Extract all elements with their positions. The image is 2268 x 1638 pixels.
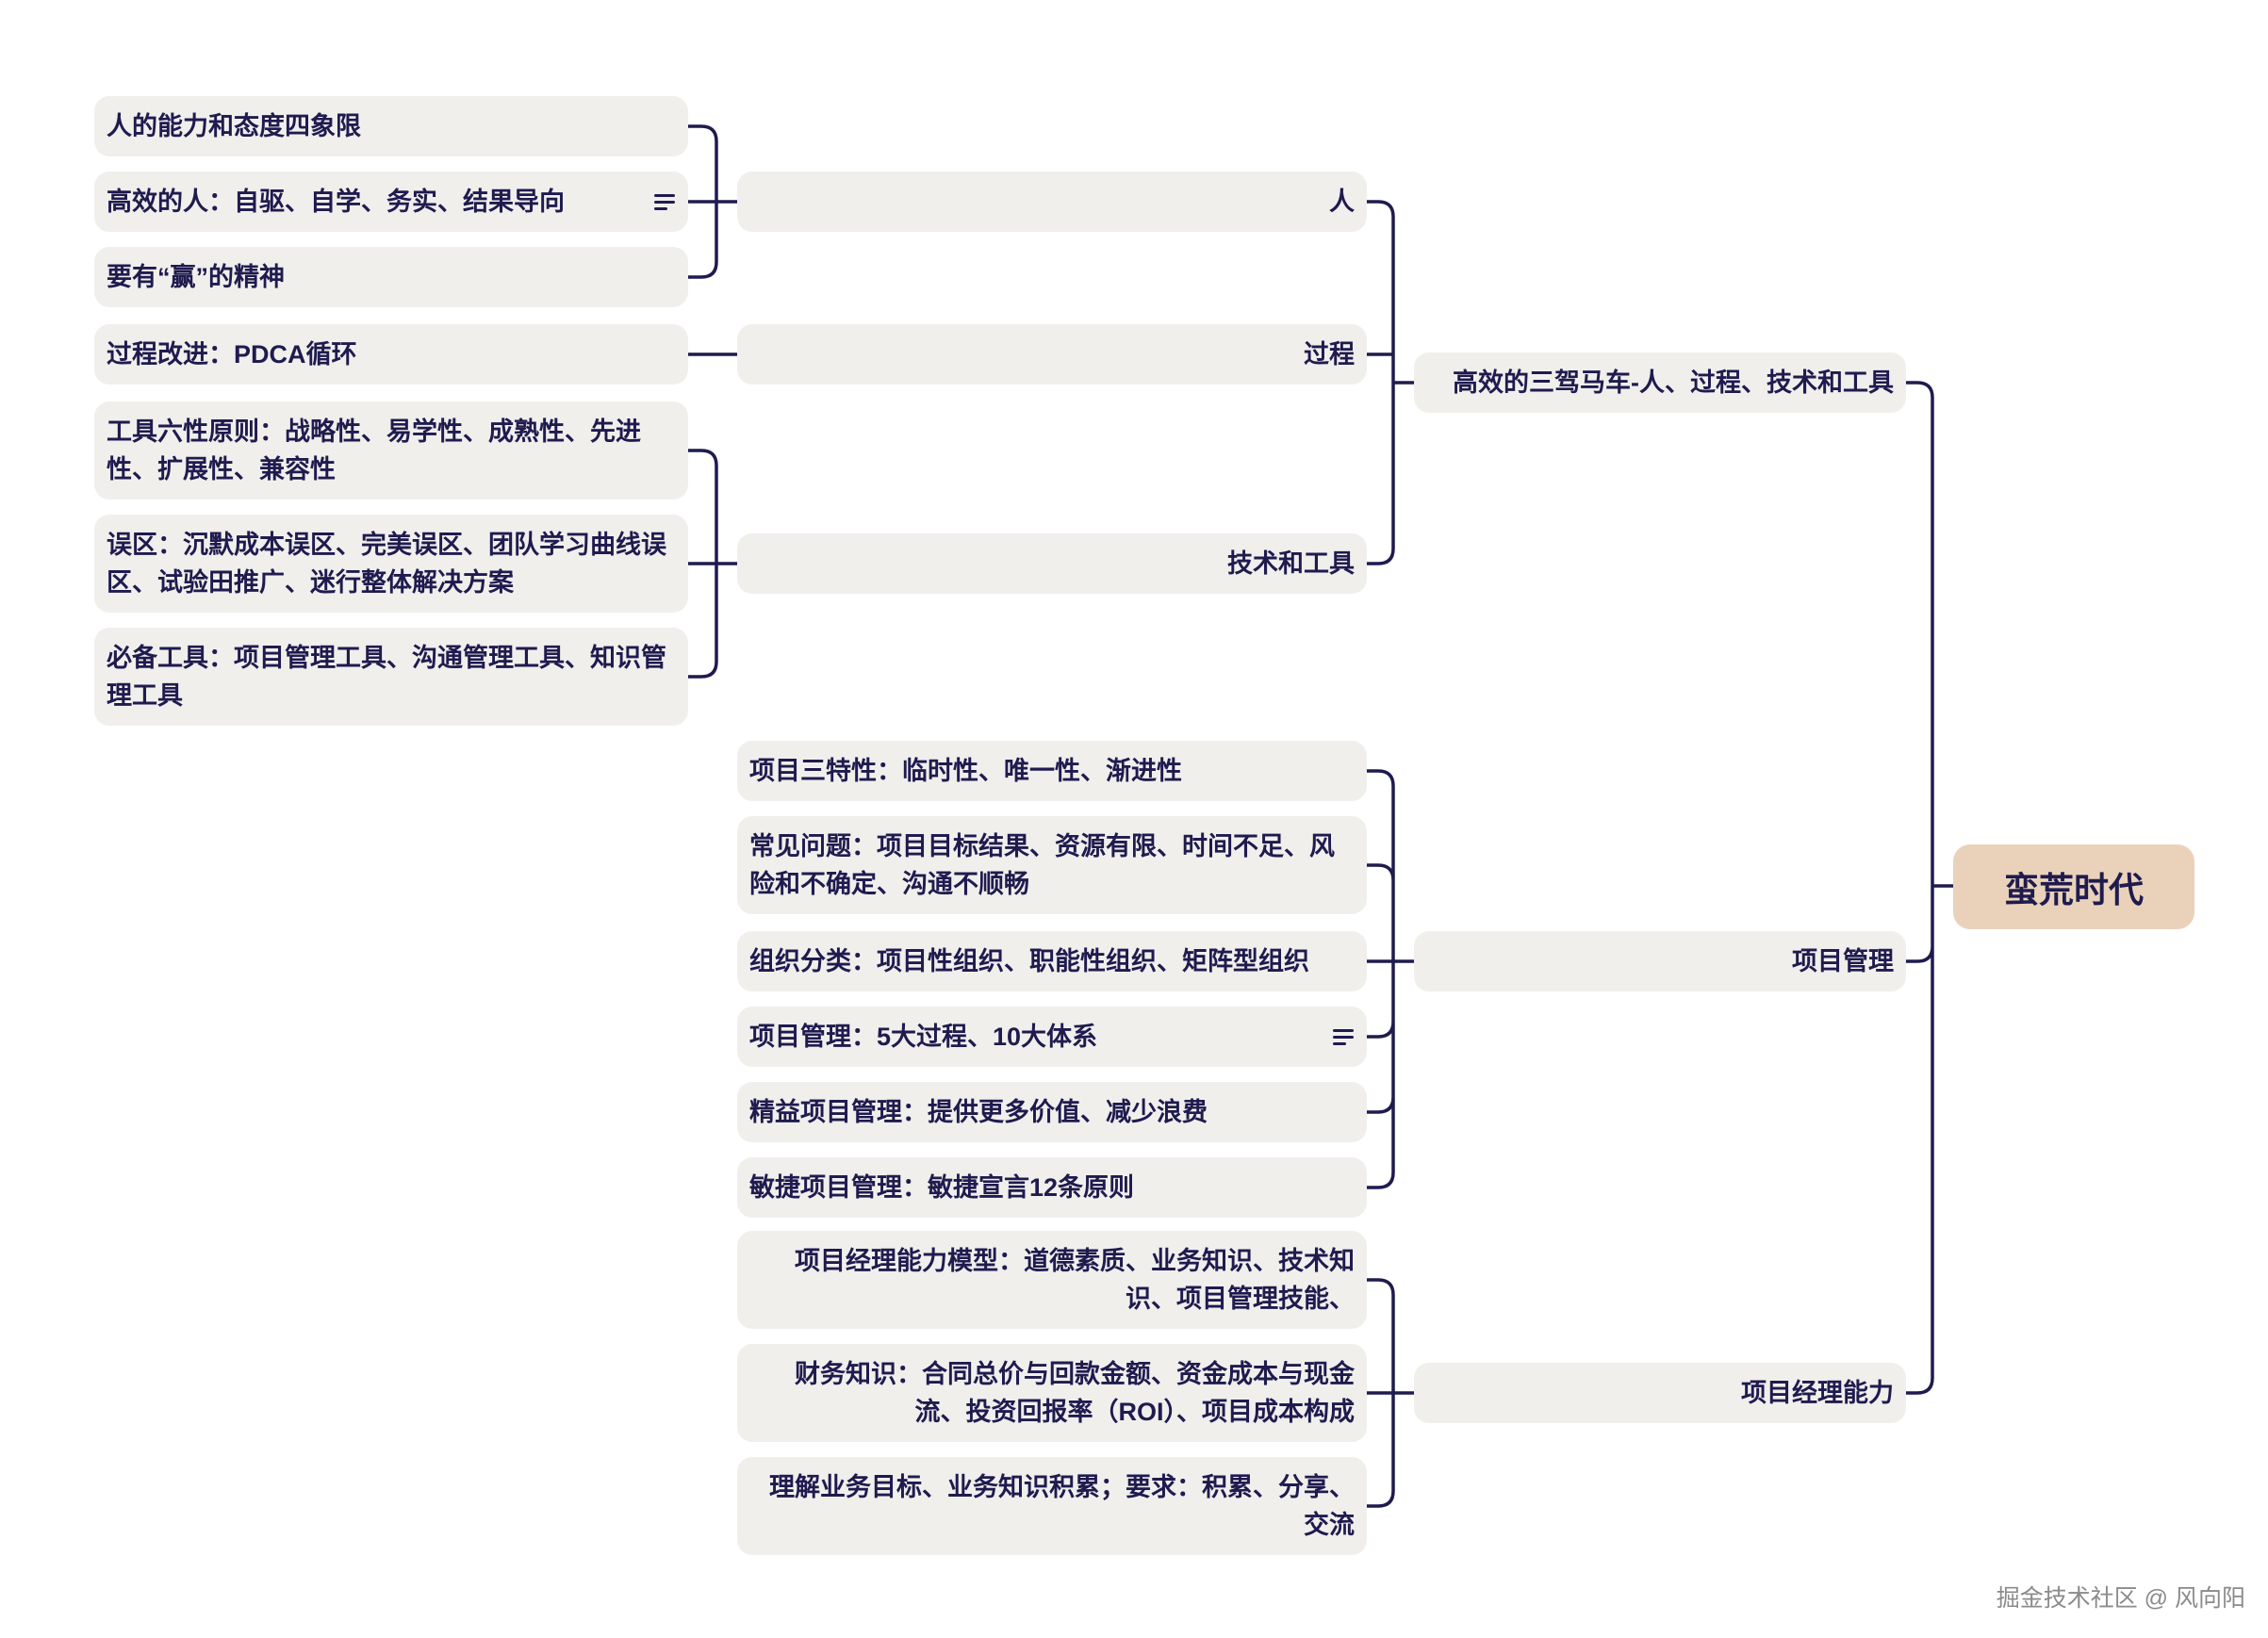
leaf-business-understanding[interactable]: 理解业务目标、业务知识积累；要求：积累、分享、交流: [737, 1457, 1367, 1555]
topic-tech-tools[interactable]: 技术和工具: [737, 533, 1367, 594]
connector-tech: [686, 449, 739, 679]
leaf-label: 财务知识：合同总价与回款金额、资金成本与现金流、投资回报率（ROI）、项目成本构…: [795, 1360, 1355, 1426]
leaf-label: 高效的人：自驱、自学、务实、结果导向: [107, 188, 565, 216]
leaf-label: 理解业务目标、业务知识积累；要求：积累、分享、交流: [769, 1473, 1355, 1539]
note-icon[interactable]: [654, 194, 675, 210]
leaf-essential-tools[interactable]: 必备工具：项目管理工具、沟通管理工具、知识管理工具: [94, 628, 688, 726]
branch-label: 项目管理: [1792, 947, 1894, 975]
leaf-org-types[interactable]: 组织分类：项目性组织、职能性组织、矩阵型组织: [737, 931, 1367, 991]
branch-pm-ability[interactable]: 项目经理能力: [1414, 1363, 1906, 1423]
connector-b1: [1363, 200, 1416, 565]
topic-people[interactable]: 人: [737, 172, 1367, 232]
branch-label: 高效的三驾马车-人、过程、技术和工具: [1453, 369, 1894, 397]
leaf-pm-processes[interactable]: 项目管理：5大过程、10大体系: [737, 1007, 1367, 1067]
leaf-winning-spirit[interactable]: 要有“赢”的精神: [94, 247, 688, 307]
leaf-label: 敏捷项目管理：敏捷宣言12条原则: [749, 1173, 1135, 1202]
leaf-project-traits[interactable]: 项目三特性：临时性、唯一性、渐进性: [737, 741, 1367, 801]
leaf-label: 工具六性原则：战略性、易学性、成熟性、先进性、扩展性、兼容性: [107, 418, 641, 483]
connector-people: [686, 124, 739, 279]
topic-label: 技术和工具: [1227, 549, 1355, 578]
leaf-ability-attitude-quadrant[interactable]: 人的能力和态度四象限: [94, 96, 688, 156]
leaf-efficient-people[interactable]: 高效的人：自驱、自学、务实、结果导向: [94, 172, 688, 232]
connector-root: [1902, 381, 1955, 1395]
leaf-pitfalls[interactable]: 误区：沉默成本误区、完美误区、团队学习曲线误区、试验田推广、迷行整体解决方案: [94, 515, 688, 613]
root-label: 蛮荒时代: [2004, 871, 2144, 909]
leaf-pdca[interactable]: 过程改进：PDCA循环: [94, 324, 688, 385]
leaf-lean-pm[interactable]: 精益项目管理：提供更多价值、减少浪费: [737, 1082, 1367, 1142]
leaf-label: 精益项目管理：提供更多价值、减少浪费: [749, 1098, 1208, 1126]
leaf-pm-competency-model[interactable]: 项目经理能力模型：道德素质、业务知识、技术知识、项目管理技能、: [737, 1231, 1367, 1329]
leaf-tool-six-principles[interactable]: 工具六性原则：战略性、易学性、成熟性、先进性、扩展性、兼容性: [94, 401, 688, 500]
branch-project-management[interactable]: 项目管理: [1414, 931, 1906, 991]
leaf-common-issues[interactable]: 常见问题：项目目标结果、资源有限、时间不足、风险和不确定、沟通不顺畅: [737, 816, 1367, 914]
topic-label: 过程: [1304, 340, 1355, 369]
branch-label: 项目经理能力: [1741, 1379, 1894, 1407]
root-node[interactable]: 蛮荒时代: [1953, 844, 2194, 929]
leaf-label: 项目管理：5大过程、10大体系: [749, 1023, 1098, 1051]
topic-label: 人: [1329, 188, 1355, 216]
leaf-label: 人的能力和态度四象限: [107, 112, 361, 140]
leaf-label: 误区：沉默成本误区、完美误区、团队学习曲线误区、试验田推广、迷行整体解决方案: [107, 531, 666, 597]
leaf-label: 组织分类：项目性组织、职能性组织、矩阵型组织: [749, 947, 1309, 975]
watermark: 掘金技术社区 @ 风向阳: [1996, 1585, 2245, 1612]
leaf-financial-knowledge[interactable]: 财务知识：合同总价与回款金额、资金成本与现金流、投资回报率（ROI）、项目成本构…: [737, 1344, 1367, 1442]
leaf-label: 常见问题：项目目标结果、资源有限、时间不足、风险和不确定、沟通不顺畅: [749, 832, 1335, 898]
leaf-agile-pm[interactable]: 敏捷项目管理：敏捷宣言12条原则: [737, 1157, 1367, 1218]
leaf-label: 过程改进：PDCA循环: [107, 340, 357, 369]
leaf-label: 必备工具：项目管理工具、沟通管理工具、知识管理工具: [107, 644, 666, 710]
note-icon[interactable]: [1333, 1029, 1354, 1045]
leaf-label: 项目三特性：临时性、唯一性、渐进性: [749, 757, 1182, 785]
connector-b2: [1363, 769, 1416, 1189]
topic-process[interactable]: 过程: [737, 324, 1367, 385]
leaf-label: 要有“赢”的精神: [107, 263, 285, 291]
connector-b3: [1363, 1278, 1416, 1508]
branch-three-carriages[interactable]: 高效的三驾马车-人、过程、技术和工具: [1414, 352, 1906, 413]
leaf-label: 项目经理能力模型：道德素质、业务知识、技术知识、项目管理技能、: [795, 1247, 1355, 1313]
